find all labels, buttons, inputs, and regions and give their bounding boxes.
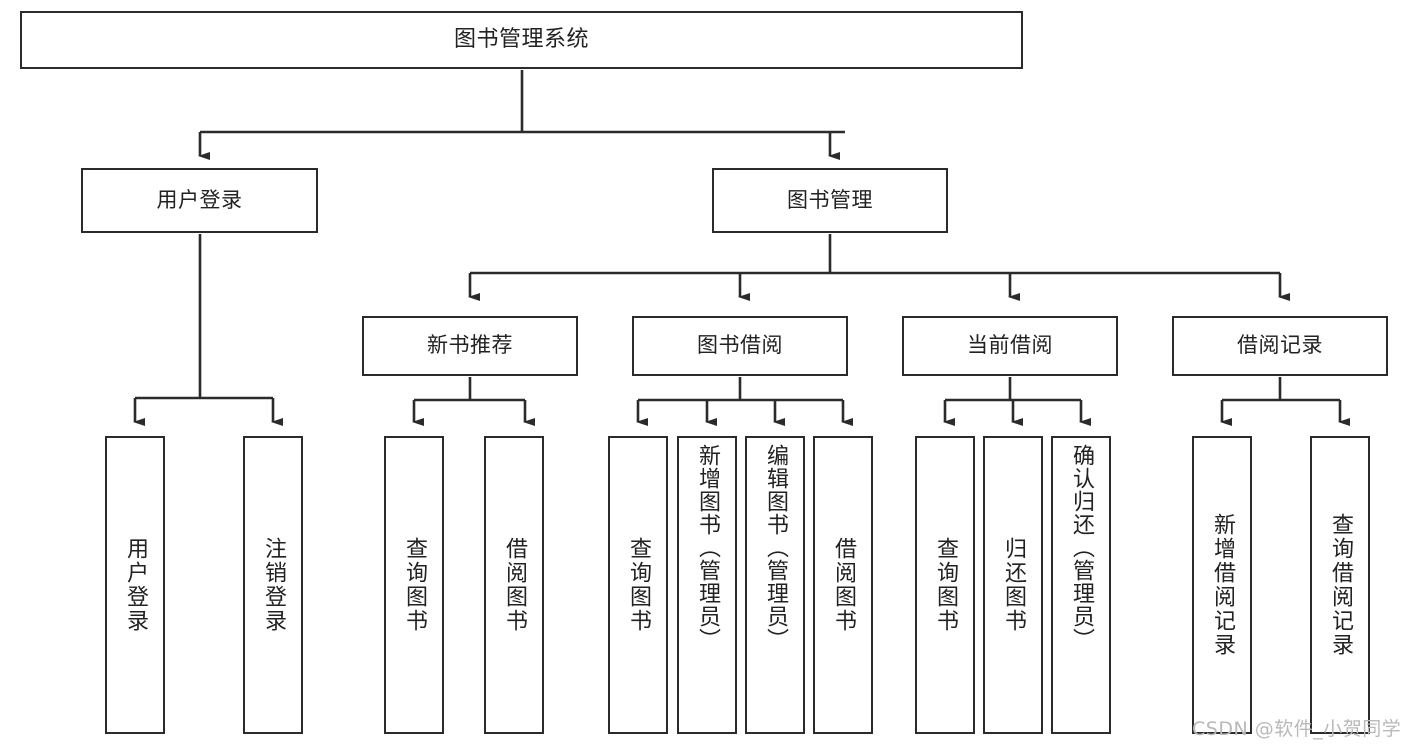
node-book-mgmt[interactable]: 图书管理: [712, 168, 948, 233]
node-book-mgmt-label: 图书管理: [787, 187, 873, 212]
node-leaf-borrow-book-1[interactable]: 借阅图书: [484, 436, 544, 734]
node-leaf-borrow-book-2[interactable]: 借阅图书: [813, 436, 873, 734]
node-root-label: 图书管理系统: [453, 26, 589, 52]
node-new-book-rec[interactable]: 新书推荐: [362, 316, 578, 376]
node-leaf-add-book[interactable]: 新增图书（管理员）: [677, 436, 737, 734]
node-leaf-add-book-label: 新增图书（管理员）: [695, 444, 720, 651]
csdn-watermark: CSDN @软件_小贺同学: [1192, 718, 1402, 740]
node-leaf-borrow-book-1-label: 借阅图书: [502, 537, 527, 633]
node-root[interactable]: 图书管理系统: [20, 11, 1023, 69]
node-leaf-query-book-1[interactable]: 查询图书: [384, 436, 444, 734]
node-user-login[interactable]: 用户登录: [81, 168, 318, 233]
node-leaf-edit-book[interactable]: 编辑图书（管理员）: [745, 436, 805, 734]
node-leaf-user-login-label: 用户登录: [123, 537, 148, 633]
node-borrow-record[interactable]: 借阅记录: [1172, 316, 1388, 376]
node-book-borrow-label: 图书借阅: [697, 333, 783, 358]
node-borrow-record-label: 借阅记录: [1237, 333, 1323, 358]
node-current-borrow[interactable]: 当前借阅: [902, 316, 1118, 376]
node-leaf-return-book[interactable]: 归还图书: [983, 436, 1043, 734]
node-new-book-rec-label: 新书推荐: [427, 333, 513, 358]
node-leaf-borrow-book-2-label: 借阅图书: [831, 537, 856, 633]
node-leaf-user-login[interactable]: 用户登录: [105, 436, 165, 734]
node-leaf-query-book-3[interactable]: 查询图书: [915, 436, 975, 734]
node-leaf-query-record-label: 查询借阅记录: [1328, 513, 1353, 657]
node-current-borrow-label: 当前借阅: [967, 333, 1053, 358]
node-leaf-return-book-label: 归还图书: [1001, 537, 1026, 633]
node-leaf-add-record[interactable]: 新增借阅记录: [1192, 436, 1252, 734]
node-leaf-edit-book-label: 编辑图书（管理员）: [763, 444, 788, 651]
node-leaf-query-book-1-label: 查询图书: [402, 537, 427, 633]
node-leaf-query-book-3-label: 查询图书: [933, 537, 958, 633]
node-book-borrow[interactable]: 图书借阅: [632, 316, 848, 376]
node-leaf-query-record[interactable]: 查询借阅记录: [1310, 436, 1370, 734]
node-leaf-user-logout[interactable]: 注销登录: [243, 436, 303, 734]
node-leaf-confirm-return-label: 确认归还（管理员）: [1069, 444, 1094, 651]
node-leaf-confirm-return[interactable]: 确认归还（管理员）: [1051, 436, 1111, 734]
node-leaf-user-logout-label: 注销登录: [261, 537, 286, 633]
node-leaf-query-book-2-label: 查询图书: [626, 537, 651, 633]
node-leaf-add-record-label: 新增借阅记录: [1210, 513, 1235, 657]
node-leaf-query-book-2[interactable]: 查询图书: [608, 436, 668, 734]
node-user-login-label: 用户登录: [156, 187, 243, 212]
